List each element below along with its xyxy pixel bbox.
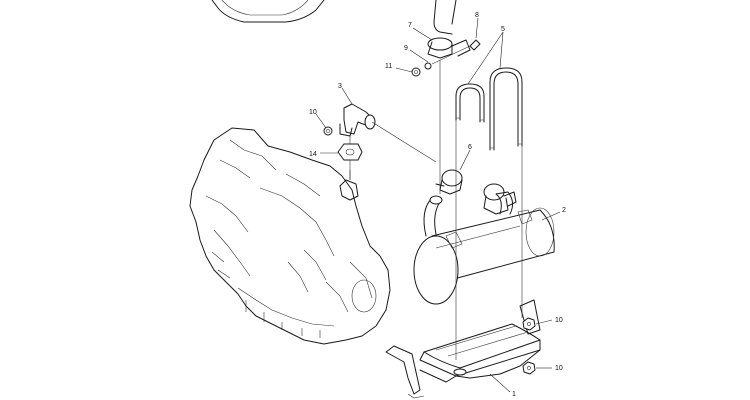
- callout-9: 9: [404, 45, 408, 52]
- exhaust-manifold: [323, 103, 376, 201]
- nut-right-lower: [522, 361, 536, 375]
- nut-right-upper: [522, 317, 536, 331]
- assembly-centerlines: [349, 45, 523, 360]
- housing-fragment: [211, 0, 325, 23]
- callout-10-upper: 10: [555, 317, 563, 324]
- callout-2: 2: [562, 207, 566, 214]
- callout-5: 5: [501, 26, 505, 33]
- leader-lines: [315, 17, 561, 393]
- callout-3: 3: [338, 83, 342, 90]
- callout-labels: 7 8 5 9 11 3 10 14 6 2 10 10 1: [309, 12, 566, 398]
- callout-6: 6: [468, 144, 472, 151]
- callout-10-manifold: 10: [309, 109, 317, 116]
- callout-7: 7: [408, 22, 412, 29]
- u-bolts: [455, 67, 523, 151]
- callout-1: 1: [512, 391, 516, 398]
- clamp-center: [435, 169, 517, 215]
- callout-14: 14: [309, 151, 317, 158]
- engine-block: [189, 127, 391, 345]
- exhaust-pipe-upper: [411, 0, 481, 77]
- callout-8: 8: [475, 12, 479, 19]
- callout-10-lower: 10: [555, 365, 563, 372]
- muffler: [413, 191, 555, 305]
- bracket: [385, 299, 541, 399]
- callout-11: 11: [385, 63, 392, 70]
